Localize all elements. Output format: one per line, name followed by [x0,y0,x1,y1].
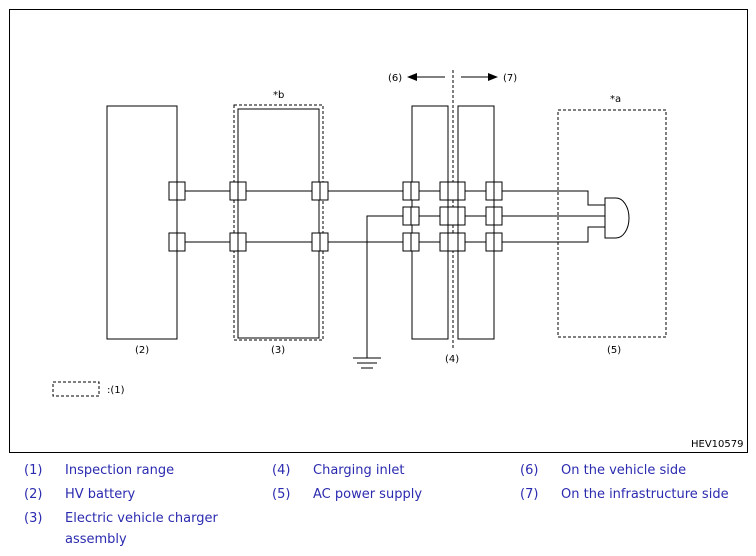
legend-key-dashed-box [52,381,100,397]
legend-num: (5) [272,487,291,502]
label-infra-side: (7) [503,73,517,84]
label-hv-battery: (2) [135,345,149,356]
legend-text-continued: assembly [65,532,127,547]
wiring-diagram-frame [9,9,748,453]
charger-assembly-box [237,108,320,339]
connector [439,206,466,226]
hv-battery-box [106,105,178,340]
diagram-code: HEV10579 [691,439,744,450]
ac-plug-icon [604,197,630,239]
legend-num: (6) [520,463,539,478]
inspection-range-charger [233,104,324,341]
legend-text: Electric vehicle charger [65,511,218,526]
label-vehicle-side: (6) [388,73,402,84]
label-star-a: *a [610,94,621,105]
legend-num: (3) [24,511,43,526]
connector [439,181,466,201]
legend-num: (4) [272,463,291,478]
legend-text: On the vehicle side [561,463,687,478]
wires [185,190,605,369]
label-star-b: *b [273,90,284,101]
arrow-left-icon [407,73,417,81]
legend-num: (1) [24,463,43,478]
legend-num: (2) [24,487,43,502]
legend-text: AC power supply [313,487,423,502]
legend-text: HV battery [65,487,136,502]
label-inlet: (4) [445,354,459,365]
connector [439,232,466,252]
inspection-range-ac-supply [557,109,667,338]
legend: (1) Inspection range (2) HV battery (3) … [0,458,756,556]
legend-text: Inspection range [65,463,175,478]
legend-text: On the infrastructure side [561,487,729,502]
label-legend-key: :(1) [107,385,125,396]
arrow-right-icon [488,73,498,81]
direction-arrows [407,73,498,81]
label-charger: (3) [271,345,285,356]
legend-text: Charging inlet [313,463,405,478]
wiring-diagram: *b *a (6) (7) (2) (3) (4) (5) :(1) HEV10… [52,70,744,450]
label-ac-supply: (5) [607,345,621,356]
connectors [168,181,503,252]
legend-num: (7) [520,487,539,502]
